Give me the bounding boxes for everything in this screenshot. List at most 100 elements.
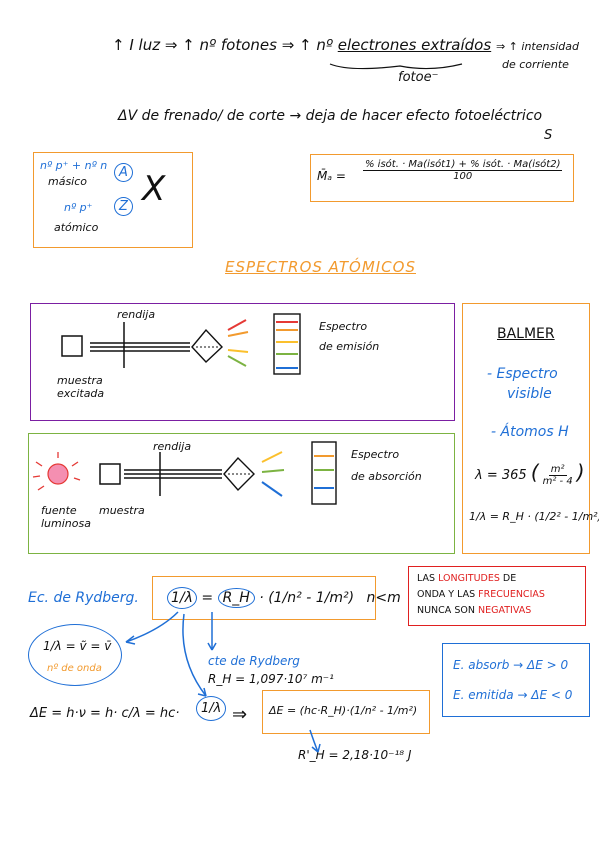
absorption-ray-yellow xyxy=(261,451,283,463)
note-box: LAS LONGITUDES DE ONDA Y LAS FRECUENCIAS… xyxy=(408,566,586,626)
balmer-inverse-a: 1/2² xyxy=(538,510,561,523)
mass-number-box: nº p⁺ + nº n másico A nº p⁺ atómico Z X xyxy=(33,152,193,248)
arrow-to-rh-prime xyxy=(309,729,319,753)
note-w9: NEGATIVAS xyxy=(478,605,532,616)
absorption-slit-label: rendija xyxy=(153,440,192,453)
balmer-inverse-b: 1/m² xyxy=(571,510,598,523)
wavenumber-formula: 1/λ = ṽ = v̄ xyxy=(43,639,112,653)
wavenumber-label: nº de onda xyxy=(47,663,102,674)
absorption-ray-green xyxy=(261,469,285,473)
mass-number-label: nº p⁺ + nº n xyxy=(40,159,108,172)
mass-symbol-circle: A xyxy=(114,163,133,182)
atomic-symbol: Z xyxy=(114,197,133,216)
note-w6: FRECUENCIAS xyxy=(478,589,545,600)
rydberg-lhs: 1/λ xyxy=(167,587,197,609)
note-w8: SON xyxy=(454,605,475,616)
emission-diagram xyxy=(61,313,301,375)
atomic-number-word: atómico xyxy=(54,221,99,234)
absorption-spectrum-label-1: Espectro xyxy=(351,448,400,461)
emission-sample-square xyxy=(61,335,83,357)
balmer-item-visible-1: - Espectro xyxy=(487,366,558,382)
note-line-1: LAS LONGITUDES DE xyxy=(417,573,516,584)
energy-emitted: E. emitida → ΔE < 0 xyxy=(453,688,573,702)
light-source-bulb xyxy=(47,463,69,485)
rydberg-condition: n<m xyxy=(366,590,401,606)
balmer-box: BALMER - Espectro visible - Átomos H λ =… xyxy=(462,303,599,554)
energy-formula: ΔE = (hc·R_H)·(1/n² - 1/m²) xyxy=(269,704,418,717)
note-w1: LAS xyxy=(417,573,436,584)
photon-line: ↑ I luz ⇒ ↑ nº fotones ⇒ ↑ nº electrones… xyxy=(112,36,579,54)
emission-ray-yellow xyxy=(227,349,249,353)
note-w2: LONGITUDES xyxy=(438,573,500,584)
emission-spectrum-label-1: Espectro xyxy=(319,320,368,333)
photon-line-part1: ↑ I luz ⇒ ↑ nº fotones ⇒ ↑ nº xyxy=(112,36,333,54)
atomic-number-label: nº p⁺ xyxy=(64,201,93,214)
rydberg-energy-constant: R'_H = 2,18·10⁻¹⁸ J xyxy=(298,748,412,762)
average-mass-box: M̄ₐ = % isót. · Ma(isót1) + % isót. · Ma… xyxy=(310,154,574,202)
rydberg-constant-label: cte de Rydberg xyxy=(208,654,300,668)
emission-slit-label: rendija xyxy=(117,308,156,321)
section-title: ESPECTROS ATÓMICOS xyxy=(225,258,416,276)
balmer-lambda-lhs: λ = 365 xyxy=(475,468,527,483)
balmer-lambda-den: m² - 4 xyxy=(542,476,573,487)
average-mass-denominator: 100 xyxy=(453,171,473,182)
arrow-to-energy xyxy=(182,613,207,697)
wavenumber-bubble: 1/λ = ṽ = v̄ nº de onda xyxy=(28,624,122,686)
emission-spectrum-box: rendija muestra excitada Espectro de emi… xyxy=(30,303,455,421)
rydberg-rh: R_H xyxy=(217,588,255,608)
energy-equation-lhs: ΔE = h·ν = h· c/λ = hc· xyxy=(30,706,180,721)
mass-number-word: másico xyxy=(48,175,88,188)
rydberg-formula-box: 1/λ = R_H · (1/n² - 1/m²) n<m xyxy=(152,576,401,620)
rydberg-arrows xyxy=(125,611,321,753)
rydberg-paren: (1/n² - 1/m²) xyxy=(268,590,355,606)
emission-spectrum-card xyxy=(273,313,301,375)
rydberg-formula: 1/λ = R_H · (1/n² - 1/m²) n<m xyxy=(167,587,401,609)
emission-sample-label: muestra excitada xyxy=(57,374,105,400)
emission-spectrum-label-2: de emisión xyxy=(319,340,380,353)
average-mass-lhs: M̄ₐ = xyxy=(317,169,346,183)
absorption-spectrum-card xyxy=(311,441,337,505)
absorption-diagram xyxy=(32,441,337,505)
absorption-sample-square xyxy=(99,463,121,485)
emission-ray-green xyxy=(227,355,247,367)
energy-formula-box: ΔE = (hc·R_H)·(1/n² - 1/m²) xyxy=(262,690,430,734)
emission-ray-red xyxy=(227,319,247,331)
note-w5: Y LAS xyxy=(448,589,476,600)
light-source-rays xyxy=(32,452,81,491)
balmer-lambda-num: m² xyxy=(548,464,567,476)
energy-sign-box: E. absorb → ΔE > 0 E. emitida → ΔE < 0 xyxy=(442,643,590,717)
note-w3: DE xyxy=(502,573,517,584)
absorption-spectrum-box: rendija fuente luminosa muestra Espectro… xyxy=(28,433,455,554)
average-mass-numerator: % isót. · Ma(isót1) + % isót. · Ma(isót2… xyxy=(363,159,563,171)
absorption-source-label: fuente luminosa xyxy=(41,504,91,530)
photon-line-part2: ⇒ ↑ intensidad xyxy=(495,40,579,53)
absorption-prism xyxy=(223,456,255,492)
absorption-ray-blue xyxy=(261,481,283,497)
energy-lambda-circle: 1/λ xyxy=(196,696,227,721)
note-w7: NUNCA xyxy=(417,605,452,616)
photon-line-cont: de corriente xyxy=(502,58,569,71)
implies-arrow: ⇒ xyxy=(232,704,248,725)
rydberg-constant-value: R_H = 1,097·10⁷ m⁻¹ xyxy=(208,672,334,686)
fotoe-label: fotoe⁻ xyxy=(398,70,439,85)
mass-symbol: A xyxy=(114,163,133,182)
margin-mark: S xyxy=(544,128,553,143)
emission-prism xyxy=(191,328,223,363)
electrons-brace xyxy=(329,63,463,70)
electrons-extracted: electrones extraídos xyxy=(337,36,492,54)
absorption-spectrum-label-2: de absorción xyxy=(351,470,422,483)
cross-mark: X xyxy=(142,169,166,209)
stopping-voltage-line: ΔV de frenado/ de corte → deja de hacer … xyxy=(118,108,543,124)
balmer-inverse-lhs: 1/λ = R_H · xyxy=(469,510,531,523)
balmer-item-hydrogen: - Átomos H xyxy=(491,424,569,440)
rydberg-label: Ec. de Rydberg. xyxy=(28,590,139,606)
balmer-title: BALMER xyxy=(497,326,555,342)
note-line-3: NUNCA SON NEGATIVAS xyxy=(417,605,531,616)
note-line-2: ONDA Y LAS FRECUENCIAS xyxy=(417,589,545,600)
balmer-inverse-formula: 1/λ = R_H · (1/2² - 1/m²) xyxy=(469,510,599,523)
atomic-symbol-circle: Z xyxy=(114,197,133,216)
average-mass-fraction: % isót. · Ma(isót1) + % isót. · Ma(isót2… xyxy=(361,159,564,182)
balmer-item-visible-2: visible xyxy=(507,386,552,402)
